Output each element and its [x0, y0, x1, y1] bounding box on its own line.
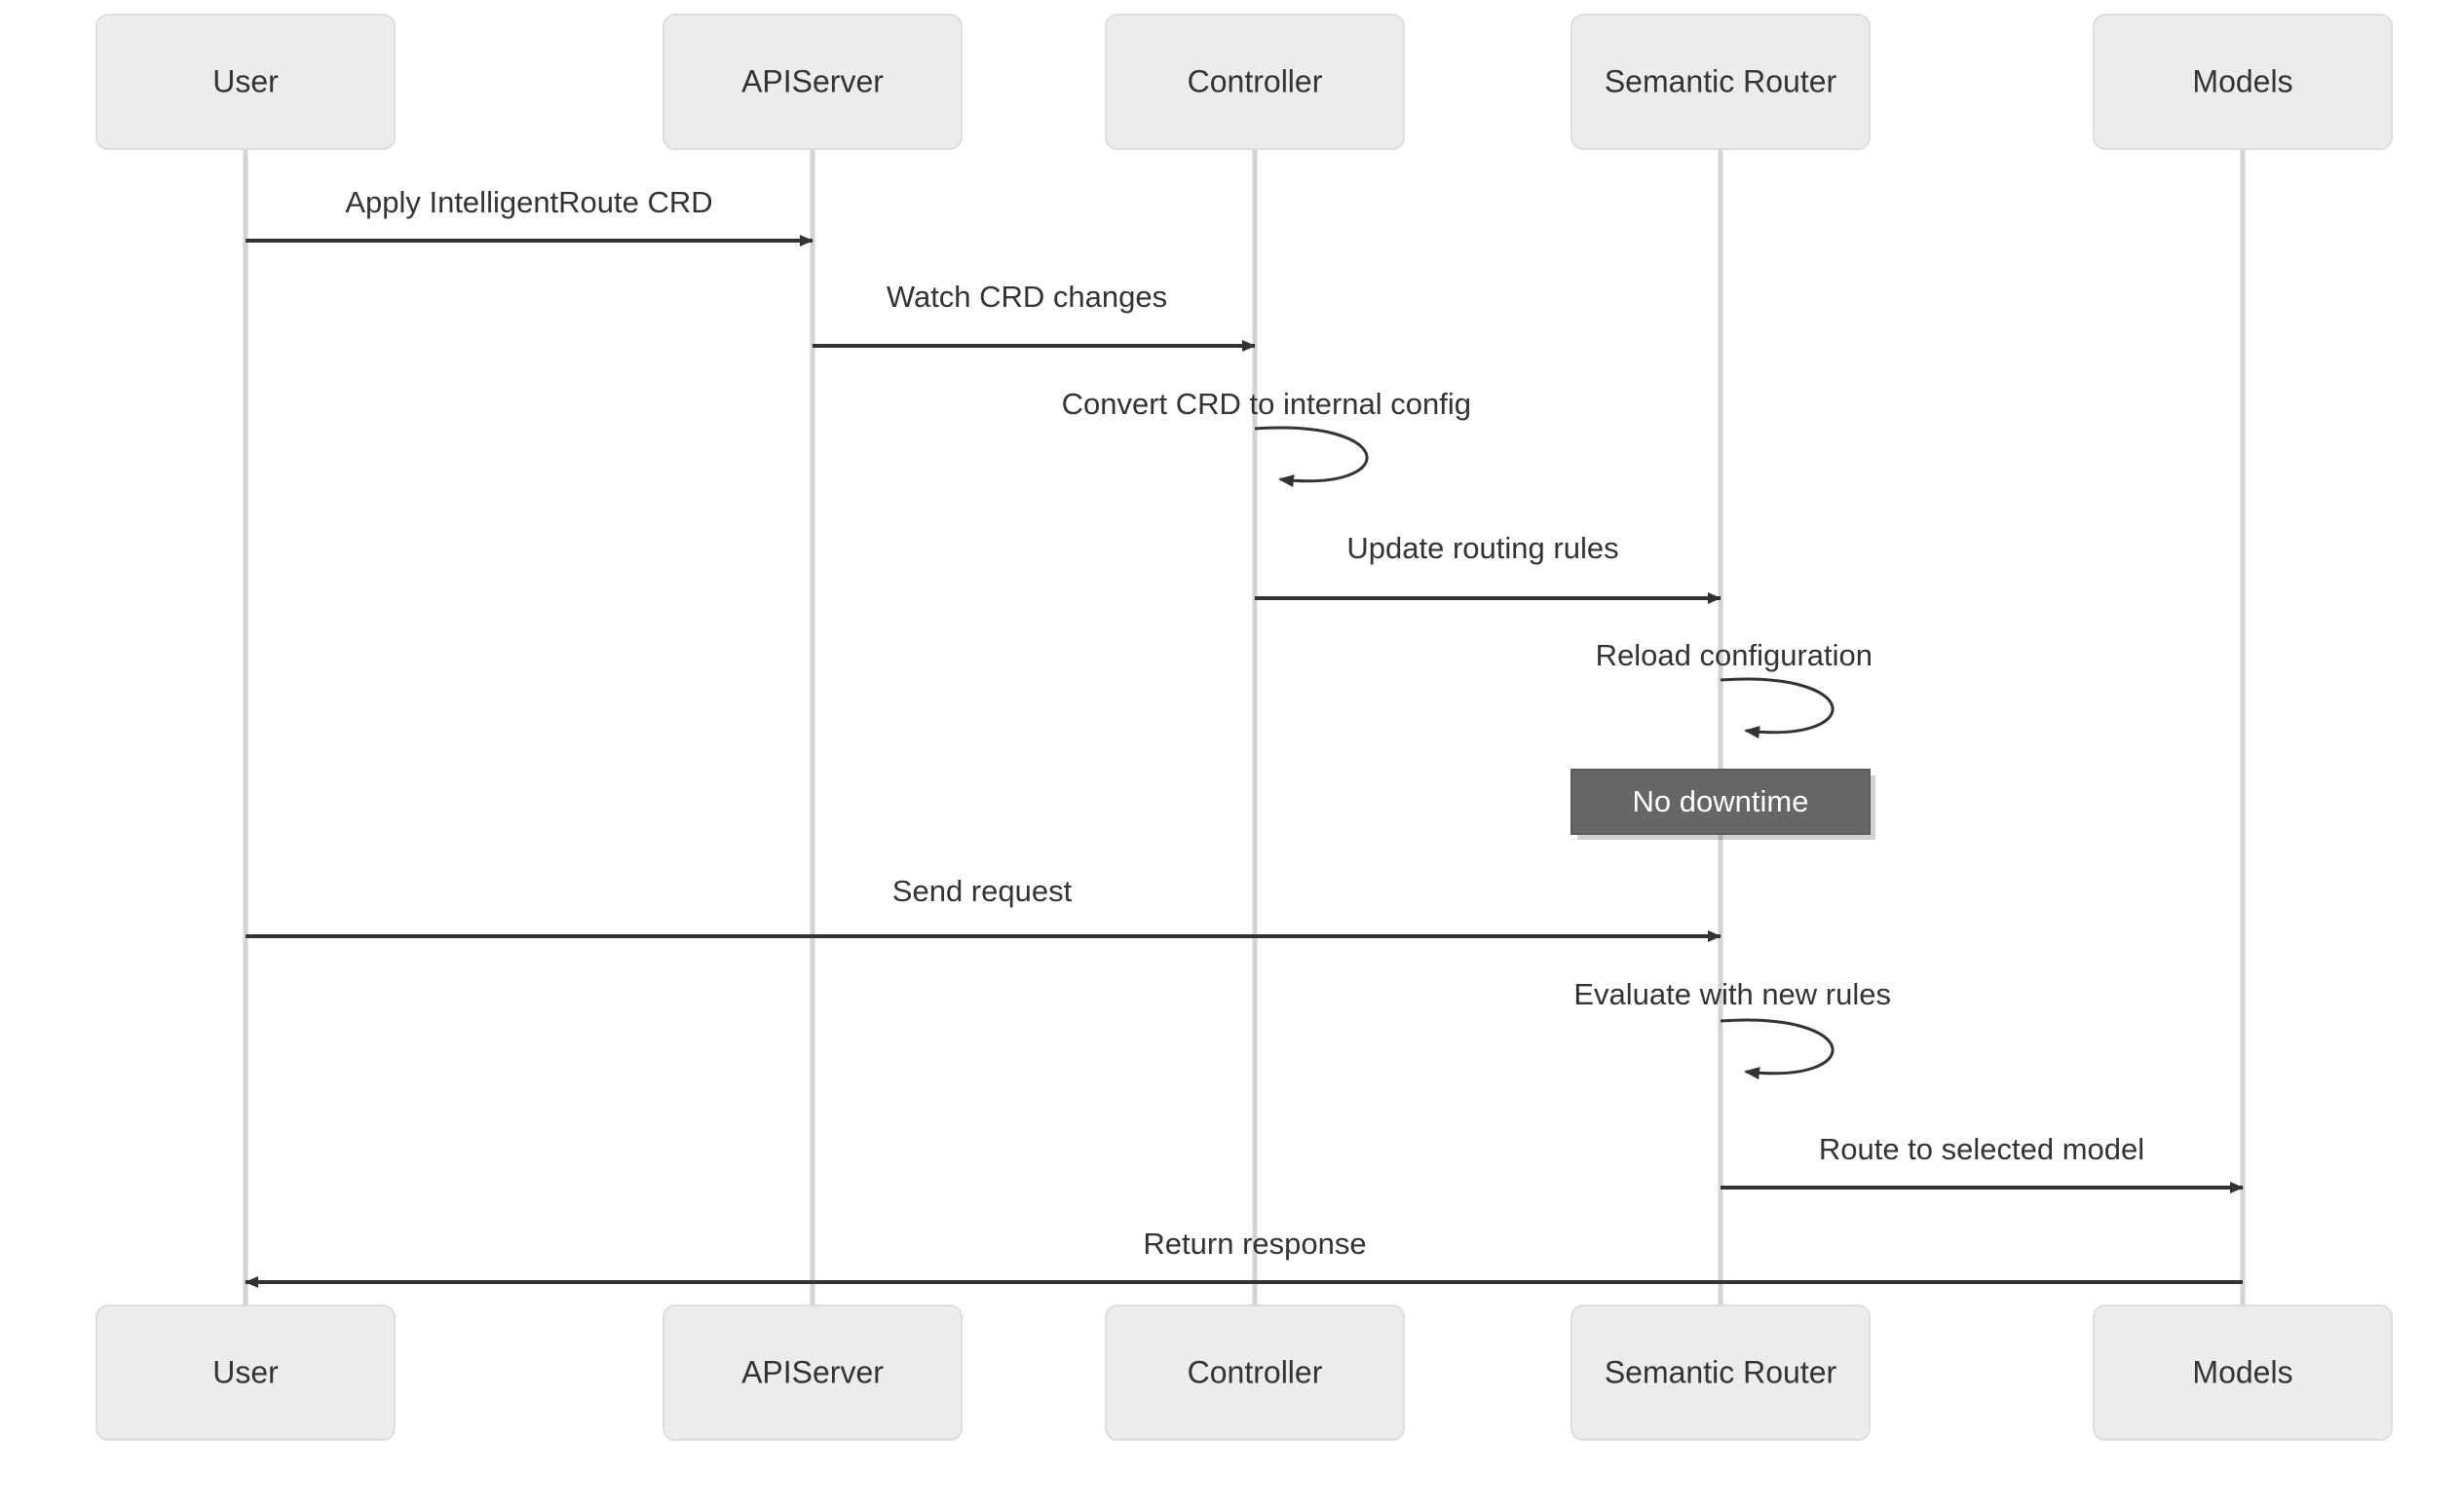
participant-label: Controller — [1188, 63, 1323, 98]
self-loop-arrow — [1254, 426, 1369, 488]
message-4[interactable]: Update routing rules — [1255, 531, 1721, 604]
participant-box — [1105, 1304, 1405, 1441]
message-8[interactable]: Route to selected model — [1721, 1132, 2244, 1193]
note-box — [1570, 769, 1871, 835]
participant-box — [1105, 14, 1405, 150]
message-3[interactable]: Convert CRD to internal config — [1062, 387, 1471, 488]
participant-label: Controller — [1188, 1354, 1323, 1389]
message-7[interactable]: Evaluate with new rules — [1573, 977, 1891, 1080]
message-label: Reload configuration — [1596, 638, 1873, 672]
participants-top-layer: User APIServer Controller Semantic Router Mo… — [95, 14, 2393, 150]
participant-box — [662, 1304, 963, 1441]
participant-label: User — [212, 63, 279, 98]
message-6[interactable]: Send request — [246, 874, 1721, 942]
message-label: Route to selected model — [1819, 1132, 2144, 1166]
participant-apiserver-top[interactable]: APIServer — [662, 14, 963, 150]
participant-user-top[interactable]: User — [95, 14, 396, 150]
participant-router-top[interactable]: Semantic Router — [1570, 14, 1871, 150]
self-loop-arrow — [1720, 677, 1835, 739]
message-label: Evaluate with new rules — [1573, 977, 1891, 1011]
participant-box — [662, 14, 963, 150]
message-1[interactable]: Apply IntelligentRoute CRD — [246, 185, 813, 246]
message-9[interactable]: Return response — [245, 1227, 2243, 1288]
messages-layer: Apply IntelligentRoute CRD Watch CRD chan… — [245, 185, 2244, 1288]
participant-box — [2093, 14, 2393, 150]
message-2[interactable]: Watch CRD changes — [813, 280, 1256, 352]
message-label: Apply IntelligentRoute CRD — [345, 185, 712, 219]
note-no-downtime[interactable]: No downtime — [1570, 769, 1875, 840]
note-label: No downtime — [1633, 784, 1809, 818]
self-loop-arrow — [1720, 1018, 1835, 1080]
participant-models-bottom[interactable]: Models — [2093, 1304, 2393, 1441]
participant-label: APIServer — [741, 63, 884, 98]
message-5[interactable]: Reload configuration — [1596, 638, 1873, 739]
message-label: Watch CRD changes — [887, 280, 1167, 314]
participant-label: APIServer — [741, 1354, 884, 1389]
participant-label: Models — [2192, 63, 2292, 98]
participants-bottom-layer: User APIServer Controller Semantic Router Mo… — [95, 1304, 2393, 1441]
participant-label: Semantic Router — [1605, 1354, 1837, 1389]
notes-layer: No downtime — [1570, 769, 1875, 840]
participant-router-bottom[interactable]: Semantic Router — [1570, 1304, 1871, 1441]
message-label: Send request — [892, 874, 1073, 908]
participant-user-bottom[interactable]: User — [95, 1304, 396, 1441]
participant-box — [95, 14, 396, 150]
participant-controller-top[interactable]: Controller — [1105, 14, 1405, 150]
message-label: Update routing rules — [1346, 531, 1618, 565]
participant-models-top[interactable]: Models — [2093, 14, 2393, 150]
participant-box — [2093, 1304, 2393, 1441]
message-label: Convert CRD to internal config — [1062, 387, 1471, 421]
participant-apiserver-bottom[interactable]: APIServer — [662, 1304, 963, 1441]
participant-box — [95, 1304, 396, 1441]
participant-box — [1570, 1304, 1871, 1441]
participant-label: User — [212, 1354, 279, 1389]
participant-controller-bottom[interactable]: Controller — [1105, 1304, 1405, 1441]
participant-label: Models — [2192, 1354, 2292, 1389]
participant-box — [1570, 14, 1871, 150]
message-label: Return response — [1143, 1227, 1366, 1261]
participant-label: Semantic Router — [1605, 63, 1837, 98]
